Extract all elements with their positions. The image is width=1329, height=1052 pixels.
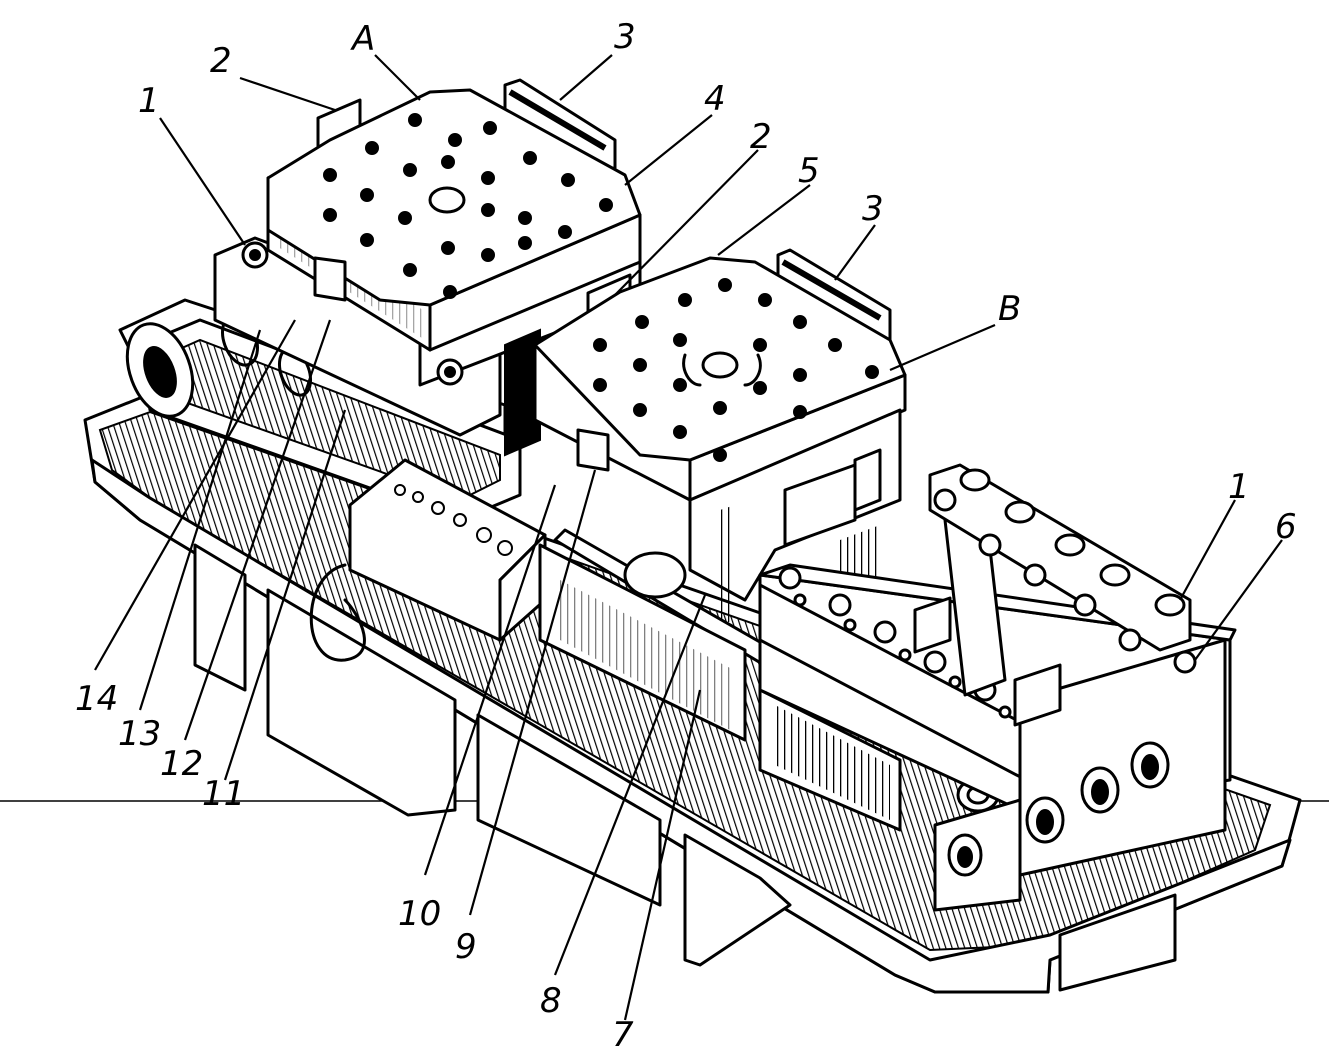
label-2-top-left: 2	[210, 41, 232, 81]
pallet-A	[213, 78, 642, 437]
label-14: 14	[75, 679, 118, 719]
chain-links	[933, 468, 1197, 674]
label-11: 11	[202, 774, 245, 814]
label-1-left: 1	[138, 81, 160, 121]
pallet-A-holes	[323, 113, 613, 299]
label-B: B	[998, 289, 1021, 329]
label-6: 6	[1275, 507, 1297, 547]
label-2-right: 2	[750, 117, 772, 157]
label-10: 10	[398, 894, 441, 934]
label-3-right: 3	[862, 189, 884, 229]
label-A: A	[350, 19, 375, 59]
label-4: 4	[704, 79, 726, 119]
label-8: 8	[540, 981, 562, 1021]
middle-frame	[538, 543, 902, 832]
callout-labels: 1 2 A 3 4 2 5 3 B 1 6 14 13 12 11 10 9 8…	[75, 17, 1297, 1052]
label-5: 5	[798, 151, 820, 191]
label-13: 13	[118, 714, 161, 754]
left-guide-assembly	[118, 298, 547, 662]
label-3-top: 3	[614, 17, 636, 57]
label-7: 7	[612, 1015, 634, 1052]
right-frame	[758, 463, 1237, 912]
leader-lines	[94, 54, 1283, 1021]
label-12: 12	[160, 744, 203, 784]
label-1-right: 1	[1228, 467, 1250, 507]
pallet-B-holes	[593, 278, 879, 462]
label-9: 9	[455, 927, 477, 967]
